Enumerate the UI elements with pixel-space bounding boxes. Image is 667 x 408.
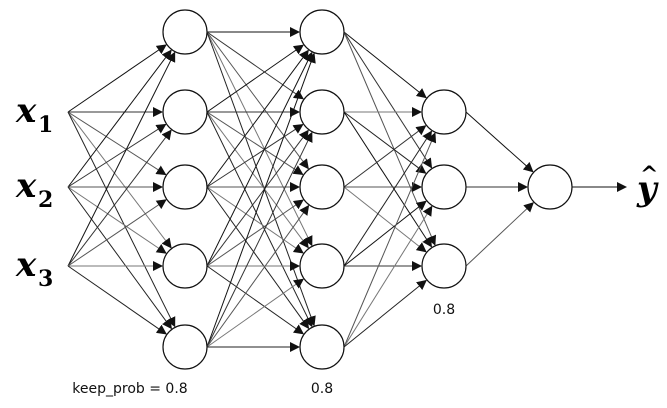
edge-l1-2-to-l2-5 — [206, 111, 313, 328]
edge-l2-1-to-l3-1 — [343, 31, 427, 99]
edge-l1-1-to-l2-4 — [206, 31, 313, 247]
neuron-l1-1 — [162, 9, 208, 55]
edge-l1-1-to-l2-5 — [206, 31, 316, 327]
edge-l1-4-to-l2-2 — [206, 129, 309, 267]
neuron-l2-1 — [299, 9, 345, 55]
neuron-l1-3 — [162, 164, 208, 210]
input-label-x3: x — [15, 245, 37, 285]
edge-l3-1-to-l4-1 — [465, 111, 534, 173]
neuron-l3-1 — [421, 89, 467, 135]
edge-l1-5-to-l2-2 — [206, 131, 313, 348]
edge-l1-3-to-l2-4 — [206, 186, 304, 254]
edge-input-1-to-l1-3 — [67, 111, 167, 176]
edge-l2-2-to-l3-2 — [343, 111, 427, 174]
edge-l1-3-to-l2-2 — [206, 124, 304, 188]
edge-l1-2-to-l2-4 — [206, 111, 309, 249]
edge-input-3-to-l1-2 — [67, 129, 172, 267]
neuron-l2-3 — [299, 164, 345, 210]
nodes-group — [162, 9, 573, 370]
neuron-l2-4 — [299, 243, 345, 289]
edge-input-1-to-l1-1 — [67, 44, 167, 113]
edge-l2-3-to-l3-1 — [343, 125, 427, 188]
keep-prob-caption-l1: keep_prob = 0.8 — [72, 381, 187, 397]
keep-prob-caption-l3: 0.8 — [433, 302, 455, 318]
edge-input-2-to-l1-5 — [67, 186, 173, 330]
edge-input-3-to-l1-1 — [67, 51, 176, 267]
edge-l1-4-to-l2-5 — [206, 265, 305, 335]
edge-l2-5-to-l3-3 — [343, 279, 427, 348]
neuron-l1-4 — [162, 243, 208, 289]
input-subscript-1: 1 — [38, 112, 53, 138]
edge-input-1-to-l1-4 — [67, 111, 172, 249]
edge-l1-1-to-l2-2 — [206, 31, 304, 100]
edge-l2-5-to-l3-2 — [343, 205, 433, 348]
edge-input-3-to-l1-5 — [67, 265, 167, 335]
edge-l1-4-to-l2-1 — [206, 51, 313, 267]
edge-l1-2-to-l2-1 — [206, 44, 304, 113]
edge-l3-3-to-l4-1 — [465, 202, 534, 267]
edge-l1-4-to-l2-3 — [206, 199, 304, 267]
neuron-l2-5 — [299, 324, 345, 370]
edge-l2-1-to-l3-2 — [343, 31, 433, 169]
edge-l2-3-to-l3-3 — [343, 186, 427, 253]
edge-l1-3-to-l2-5 — [206, 186, 310, 330]
neuron-l2-2 — [299, 89, 345, 135]
input-subscript-3: 3 — [38, 266, 53, 292]
edge-l1-5-to-l2-3 — [206, 204, 310, 348]
output-label-y: y — [636, 169, 659, 209]
edge-l1-3-to-l2-1 — [206, 49, 309, 188]
edge-l1-5-to-l2-4 — [206, 278, 305, 348]
edge-input-1-to-l1-5 — [67, 111, 176, 328]
input-label-x1: x — [15, 91, 37, 131]
neuron-l4-1 — [527, 164, 573, 210]
neuron-l3-3 — [421, 243, 467, 289]
neuron-l1-2 — [162, 89, 208, 135]
edge-l2-4-to-l3-2 — [343, 200, 427, 267]
edges-group — [67, 27, 627, 352]
input-subscript-2: 2 — [38, 187, 53, 213]
edge-l2-1-to-l3-3 — [343, 31, 437, 246]
edge-input-2-to-l1-2 — [67, 123, 167, 188]
input-label-x2: x — [15, 166, 37, 206]
neuron-l3-2 — [421, 164, 467, 210]
edge-input-2-to-l1-4 — [67, 186, 167, 254]
neuron-l1-5 — [162, 324, 208, 370]
edge-l1-5-to-l2-1 — [206, 52, 316, 348]
edge-input-3-to-l1-3 — [67, 199, 167, 267]
edge-l1-1-to-l2-3 — [206, 31, 309, 170]
edge-l2-5-to-l3-1 — [343, 132, 437, 348]
keep-prob-caption-l2: 0.8 — [311, 381, 333, 397]
edge-l1-2-to-l2-3 — [206, 111, 304, 175]
output-hat: ^ — [640, 162, 658, 188]
edge-l2-2-to-l3-3 — [343, 111, 433, 248]
edge-l2-4-to-l3-1 — [343, 130, 433, 267]
edge-input-2-to-l1-1 — [67, 49, 172, 188]
